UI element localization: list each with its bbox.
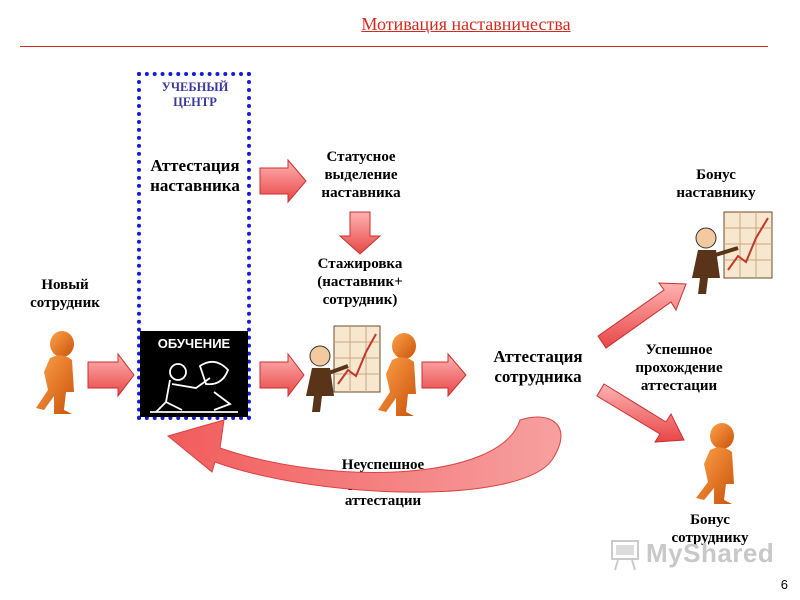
success-label: Успешное прохождение аттестации — [635, 342, 723, 394]
watermark: MyShared — [612, 536, 782, 572]
new-employee-label: Новый сотрудник — [30, 277, 100, 311]
bonus-mentor-label: Бонус наставнику — [676, 167, 756, 201]
new-employee-figure — [36, 331, 74, 414]
arrow-internship-to-attestation — [421, 352, 467, 398]
arrow-status-to-internship — [338, 211, 382, 255]
arrow-failure-return — [166, 416, 562, 493]
internship-label: Стажировка (наставник+ сотрудник) — [317, 256, 403, 308]
arrow-attestation-to-bonus-mentor — [597, 282, 687, 349]
page-number: 6 — [780, 577, 788, 592]
mentor-attestation-label: Аттестация наставника — [150, 156, 240, 196]
arrow-training-to-internship — [259, 352, 305, 398]
status-highlight-label: Статусное выделение наставника — [321, 149, 401, 201]
arrow-attestation-to-bonus-employee — [596, 383, 685, 443]
mentor-chart-figure-bonus — [692, 211, 773, 294]
watermark-text: MyShared — [646, 538, 775, 568]
training-center-label: УЧЕБНЫЙ ЦЕНТР — [161, 80, 229, 109]
employee-figure-bonus — [696, 423, 734, 504]
page-title: Мотивация наставничества — [361, 14, 571, 34]
employee-figure-internship — [378, 333, 416, 416]
arrow-new-to-training — [87, 352, 135, 398]
training-image — [140, 331, 248, 417]
watermark-logo-icon — [611, 540, 639, 571]
arrow-mentor-to-status — [259, 158, 307, 204]
training-center-box — [137, 72, 251, 420]
title-underline-rule — [20, 46, 768, 47]
employee-attestation-label: Аттестация сотрудника — [493, 347, 583, 387]
bonus-employee-label: Бонус сотруднику — [671, 512, 749, 546]
training-doodle — [150, 360, 238, 413]
mentor-chart-figure-internship — [306, 325, 381, 412]
training-badge-label: ОБУЧЕНИЕ — [157, 336, 231, 351]
